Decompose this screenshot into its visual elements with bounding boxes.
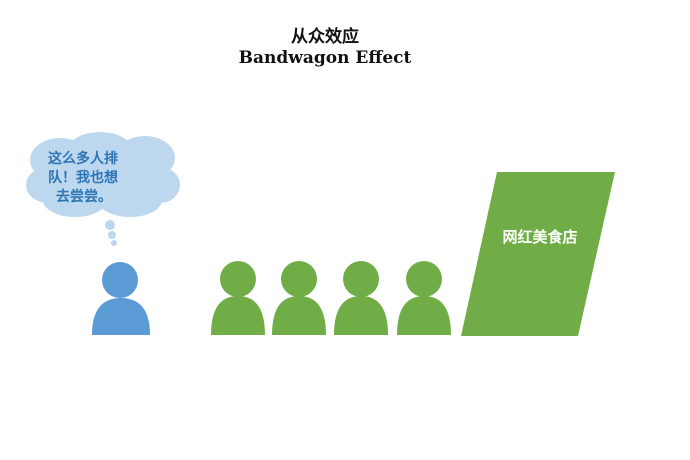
shop-label: 网红美食店 xyxy=(502,228,578,246)
queue-person xyxy=(211,261,265,335)
thought-line: 去尝尝。 xyxy=(56,189,112,205)
queue-person xyxy=(334,261,388,335)
title-chinese: 从众效应 xyxy=(291,27,359,47)
person-head xyxy=(220,261,256,297)
person-head xyxy=(343,261,379,297)
person-head xyxy=(406,261,442,297)
person-body xyxy=(211,296,265,335)
shop-parallelogram xyxy=(461,172,615,336)
queue-people xyxy=(211,261,451,335)
thought-line: 这么多人排 xyxy=(48,151,118,167)
thought-cloud xyxy=(26,132,180,246)
person-body xyxy=(272,296,326,335)
person-body xyxy=(334,296,388,335)
title-english: Bandwagon Effect xyxy=(238,48,412,68)
thought-text: 这么多人排 队！我也想 去尝尝。 xyxy=(48,150,148,207)
queue-person xyxy=(272,261,326,335)
thought-line: 队！我也想 xyxy=(48,170,118,186)
queue-person xyxy=(397,261,451,335)
observer-person xyxy=(92,262,150,335)
person-body xyxy=(397,296,451,335)
person-head xyxy=(281,261,317,297)
